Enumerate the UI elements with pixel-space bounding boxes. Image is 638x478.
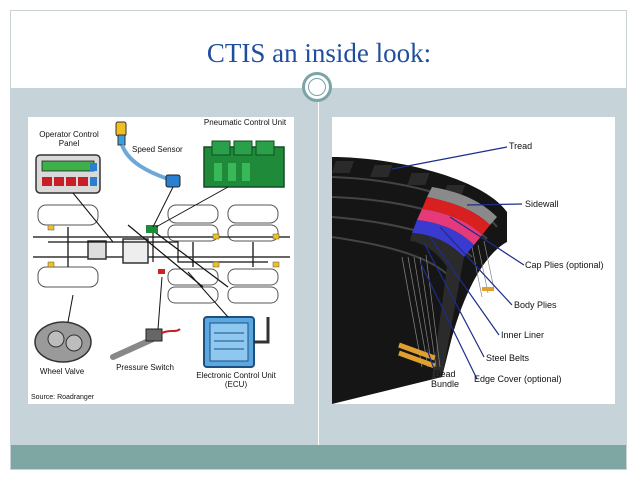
steel-belt-layer — [427, 187, 497, 225]
cap-ply-layer — [422, 197, 490, 235]
title-ring-ornament — [302, 72, 332, 102]
chassis-frame — [33, 227, 290, 267]
tire-mid-2 — [167, 224, 219, 242]
ctis-system-drawing — [33, 121, 290, 368]
tire-left-rear — [37, 266, 99, 288]
operator-control-panel — [35, 154, 114, 243]
footer-bar — [11, 445, 626, 469]
label-ecu: Electronic Control Unit (ECU) — [196, 371, 276, 389]
tire-cutaway-diagram: Tread Sidewall Cap Plies (optional) Body… — [332, 117, 615, 404]
label-bead-bundle: Bead Bundle — [430, 369, 460, 389]
pressure-switch-mount — [158, 269, 165, 274]
label-edge-cover: Edge Cover (optional) — [474, 374, 562, 384]
sidewall-layer — [410, 233, 464, 379]
tire-mid-1 — [167, 204, 219, 224]
ply-cords — [401, 240, 495, 368]
tire-right-4 — [227, 286, 279, 304]
ctis-system-diagram: Operator Control Panel Speed Sensor Pneu… — [28, 117, 294, 404]
speed-sensor-device — [115, 121, 181, 228]
pneumatic-control-unit — [155, 140, 285, 228]
label-wheel-valve: Wheel Valve — [39, 367, 85, 376]
tire-right-2 — [227, 224, 279, 242]
tire-mid-4 — [167, 286, 219, 304]
column-divider — [318, 88, 319, 445]
wheel-valve-device — [34, 294, 92, 363]
label-speed-sensor: Speed Sensor — [132, 145, 183, 154]
body-ply-layer — [417, 209, 482, 245]
label-inner-liner: Inner Liner — [501, 330, 545, 340]
label-steel-belts: Steel Belts — [486, 353, 530, 363]
tire-right-1 — [227, 204, 279, 224]
bead-bundle — [398, 287, 494, 369]
label-sidewall: Sidewall — [525, 199, 559, 209]
leader-lines — [391, 146, 525, 380]
tire-outer-body — [332, 157, 507, 404]
speed-sensor-mount — [146, 225, 158, 233]
label-operator-control-panel: Operator Control Panel — [39, 130, 99, 148]
slide-title: CTIS an inside look: — [206, 38, 432, 68]
pressure-switch-device — [110, 276, 181, 360]
label-source: Source: Roadranger — [31, 394, 95, 401]
tire-right-3 — [227, 268, 279, 286]
wheel-valve-markers — [47, 224, 280, 268]
slide-frame — [10, 10, 627, 470]
tire-left-front — [37, 204, 99, 226]
tire-cutaway-drawing — [332, 146, 525, 404]
label-pneumatic-control-unit: Pneumatic Control Unit — [203, 118, 287, 127]
label-tread: Tread — [509, 141, 533, 151]
label-cap-plies: Cap Plies (optional) — [525, 260, 604, 270]
label-body-plies: Body Plies — [514, 300, 557, 310]
ecu-device — [187, 271, 270, 368]
label-pressure-switch: Pressure Switch — [116, 363, 174, 372]
